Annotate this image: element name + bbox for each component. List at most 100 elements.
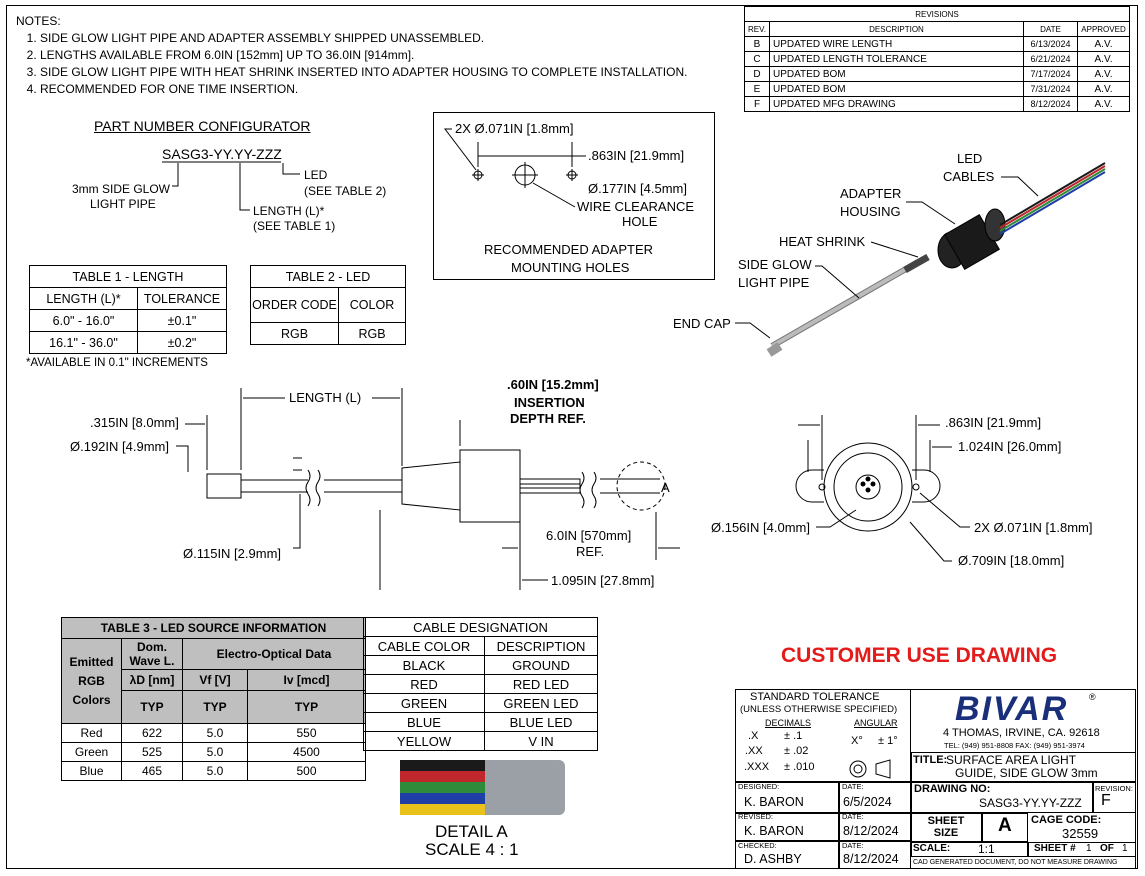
designed-by: K. BARON	[744, 795, 804, 809]
designed-label: DESIGNED:	[738, 782, 780, 791]
end-view-leds	[860, 476, 876, 493]
note-3: SIDE GLOW LIGHT PIPE WITH HEAT SHRINK IN…	[40, 64, 687, 81]
table-1-title: TABLE 1 - LENGTH	[29, 265, 227, 288]
iso-side-glow-1: SIDE GLOW	[738, 257, 812, 272]
checked-label: CHECKED:	[738, 841, 777, 850]
configurator-title: PART NUMBER CONFIGURATOR	[94, 118, 311, 134]
drawing-no-label: DRAWING NO:	[914, 783, 991, 795]
config-led: LED	[304, 168, 328, 182]
mounting-wire-hole	[512, 162, 538, 188]
tol-x-value: ± .1	[784, 730, 803, 742]
sheet-label: SHEET #	[1034, 843, 1076, 854]
revised-label: REVISED:	[738, 812, 774, 821]
drawing-no-box	[911, 782, 1093, 813]
revised-box	[735, 813, 839, 841]
mounting-hole-right	[566, 169, 578, 181]
table-cell: Blue	[61, 761, 122, 781]
revised-by: K. BARON	[744, 824, 804, 838]
date-label: DATE:	[842, 812, 864, 821]
dim-315: .315IN [8.0mm]	[90, 415, 179, 430]
table-3-domwave-b: Wave L.	[129, 654, 175, 668]
std-tolerance-box	[735, 689, 911, 782]
dim-1095: 1.095IN [27.8mm]	[551, 573, 655, 588]
designed-date: 6/5/2024	[843, 795, 892, 809]
sheet-number-box	[1028, 842, 1136, 857]
leader-length	[239, 163, 250, 211]
company-address: 4 THOMAS, IRVINE, CA. 92618	[943, 727, 1100, 739]
checked-date: 8/12/2024	[843, 852, 899, 866]
table-cell: 622	[121, 723, 183, 743]
table-cell: 6.0" - 16.0"	[29, 309, 138, 332]
title-line-2: GUIDE, SIDE GLOW 3mm	[955, 766, 1098, 780]
end-dim-1024: 1.024IN [26.0mm]	[958, 439, 1062, 454]
date-label: DATE:	[842, 782, 864, 791]
table-2-v2: RGB	[338, 322, 406, 345]
end-dim-709: Ø.709IN [18.0mm]	[958, 553, 1065, 568]
iso-cables	[999, 162, 1106, 235]
leader-pipe	[172, 163, 179, 187]
mounting-hole-left	[472, 169, 484, 181]
revisions-table: REVISIONS REV. DESCRIPTION DATE APPROVED…	[744, 6, 1130, 112]
revised-date: 8/12/2024	[843, 824, 899, 838]
dim-insertion-2: INSERTION	[514, 395, 585, 410]
table-3-typ: TYP	[247, 690, 366, 724]
sheet-size-value: A	[998, 815, 1012, 836]
customer-use-drawing: CUSTOMER USE DRAWING	[781, 644, 1058, 667]
iso-adapter: ADAPTER	[840, 186, 902, 201]
detail-a-title: DETAIL A	[435, 822, 508, 841]
drawing-frame	[6, 5, 1138, 869]
cage-code-label: CAGE CODE:	[1031, 814, 1102, 826]
table-cell: Red	[61, 723, 122, 743]
dim-6in-1: 6.0IN [570mm]	[546, 528, 632, 543]
revision-box	[1093, 782, 1136, 813]
table-2-h1: ORDER CODE	[250, 287, 339, 323]
notes-header: NOTES:	[16, 14, 61, 28]
mount-hole: HOLE	[622, 214, 658, 229]
iso-end-cap: END CAP	[673, 316, 731, 331]
notes: NOTES: SIDE GLOW LIGHT PIPE AND ADAPTER …	[16, 13, 687, 98]
title-line-1: SURFACE AREA LIGHT	[946, 753, 1077, 767]
iso-led: LED	[957, 151, 983, 166]
revision-value: F	[1101, 792, 1111, 809]
checked-by: D. ASHBY	[744, 852, 802, 866]
table-cell: 550	[247, 723, 366, 743]
table-3-domwave-a: Dom.	[137, 640, 167, 654]
table-cell: 5.0	[182, 761, 248, 781]
detail-a-cable	[400, 760, 565, 815]
sheet-size-box	[911, 813, 982, 842]
rev-cell: 8/12/2024	[1023, 96, 1078, 112]
revision-label: REVISION:	[1095, 784, 1133, 793]
cable-h2: DESCRIPTION	[484, 636, 598, 656]
tol-angle: X°	[851, 735, 863, 747]
end-dim-071: 2X Ø.071IN [1.8mm]	[974, 520, 1093, 535]
table-1-note: *AVAILABLE IN 0.1" INCREMENTS	[26, 357, 208, 369]
mount-dim-hole: 2X Ø.071IN [1.8mm]	[455, 121, 574, 136]
mount-wire-clearance: WIRE CLEARANCE	[577, 199, 695, 214]
table-2-h2: COLOR	[338, 287, 406, 323]
iso-light-pipe	[766, 253, 930, 357]
end-view	[795, 442, 941, 532]
cable-title: CABLE DESIGNATION	[363, 617, 598, 637]
sheet-value: 1	[1086, 843, 1092, 854]
tol-x: .X	[748, 730, 759, 742]
table-cell: ±0.2"	[137, 331, 227, 354]
cad-notice: CAD GENERATED DOCUMENT, DO NOT MEASURE D…	[913, 859, 1118, 866]
cage-code: 32559	[1062, 826, 1099, 841]
tol-angle-value: ± 1°	[878, 735, 898, 747]
title-label: TITLE:	[913, 754, 948, 766]
table-3-led-source: TABLE 3 - LED SOURCE INFORMATION Emitted…	[61, 617, 366, 781]
iso-adapter	[937, 208, 1006, 271]
dim-insertion-1: .60IN [15.2mm]	[507, 377, 599, 392]
dim-6in-2: REF.	[576, 544, 605, 559]
table-cell: 500	[247, 761, 366, 781]
iso-housing: HOUSING	[840, 204, 901, 219]
title-box	[911, 752, 1136, 782]
